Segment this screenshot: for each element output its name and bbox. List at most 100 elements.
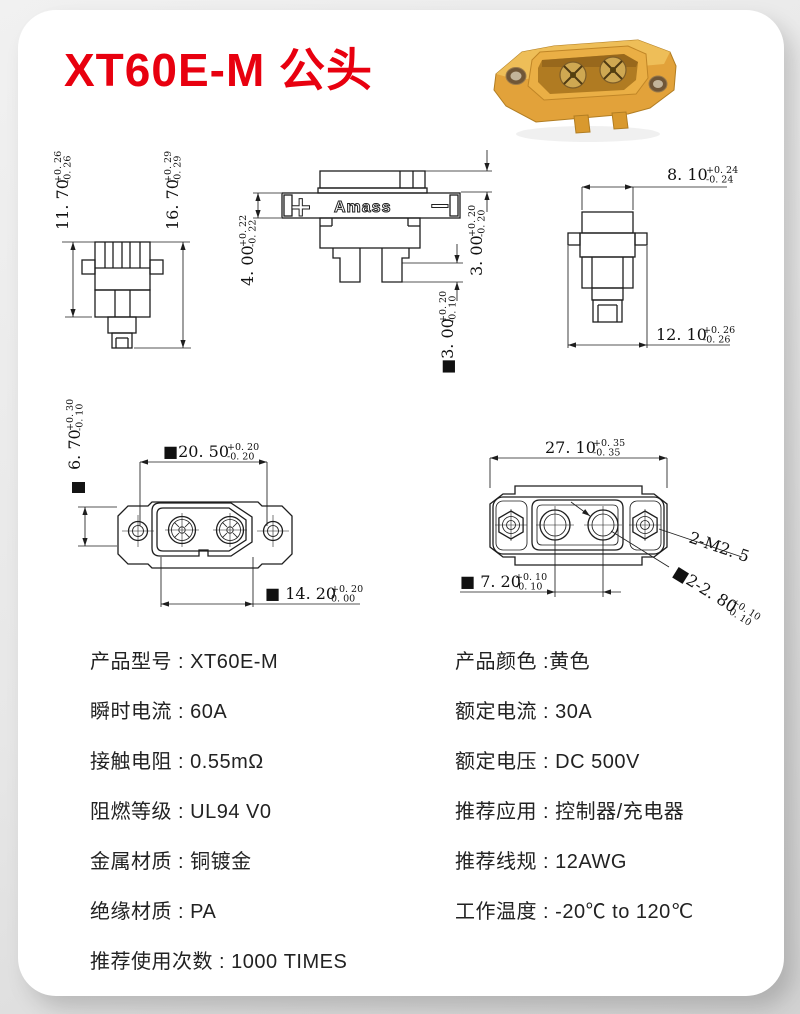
gold-contact-left bbox=[559, 61, 587, 89]
mount-hole-right-inner bbox=[653, 80, 663, 88]
solder-tab-right bbox=[611, 111, 629, 130]
svg-text:-0. 24: -0. 24 bbox=[706, 175, 733, 186]
photo-shadow bbox=[516, 126, 660, 142]
side-view-outline bbox=[567, 211, 648, 323]
svg-text:6. 70: 6. 70 bbox=[65, 429, 84, 470]
spec-row-burst-current: 瞬时电流 : 60A bbox=[90, 701, 228, 723]
svg-text:-0. 29: -0. 29 bbox=[173, 156, 184, 183]
svg-text:16. 70: 16. 70 bbox=[163, 179, 182, 230]
drawing-front-view-top: + − Amass 4. 00 +0. 22 -0. 22 bbox=[238, 150, 492, 374]
svg-text:-0. 20: -0. 20 bbox=[227, 452, 254, 463]
svg-text:+0. 35: +0. 35 bbox=[593, 438, 625, 449]
svg-text:-0. 20: -0. 20 bbox=[477, 210, 488, 237]
page-title: XT60E-M 公头 bbox=[64, 44, 374, 96]
dim-2-2-80: ■2-2. 80 +0. 10 -0. 10 bbox=[670, 562, 762, 628]
svg-text:12. 10: 12. 10 bbox=[656, 325, 707, 344]
gold-contact-right bbox=[599, 56, 627, 84]
svg-text:0. 00: 0. 00 bbox=[331, 594, 355, 605]
svg-text:+0. 26: +0. 26 bbox=[703, 325, 735, 336]
face-rear-outline bbox=[489, 485, 668, 566]
spec-row-flame-rating: 阻燃等级 : UL94 V0 bbox=[90, 801, 272, 823]
svg-text:+0. 26: +0. 26 bbox=[53, 151, 64, 183]
svg-text:+0. 20: +0. 20 bbox=[438, 291, 449, 323]
datum-square bbox=[72, 482, 85, 493]
mount-hole-left bbox=[122, 515, 154, 547]
face-front-outline bbox=[117, 501, 293, 569]
dimension-lines bbox=[567, 184, 730, 348]
dim-11-70: 11. 70 +0. 26 -0. 26 bbox=[53, 151, 74, 230]
svg-text:-0. 35: -0. 35 bbox=[593, 448, 620, 459]
front-view-outline bbox=[281, 170, 461, 283]
dim-20-50: ■20. 50 +0. 20 -0. 20 bbox=[163, 442, 259, 463]
label-2-M2-5: 2-M2. 5 bbox=[687, 528, 752, 566]
dim-12-10: 12. 10 +0. 26 -0. 26 bbox=[656, 325, 735, 346]
spec-row-application: 推荐应用 : 控制器/充电器 bbox=[455, 801, 685, 823]
drawing-side-view-left: 11. 70 +0. 26 -0. 26 16. 70 +0. 29 -0. 2… bbox=[53, 151, 191, 349]
dimension-lines bbox=[78, 459, 360, 607]
dim-27-10: 27. 10 +0. 35 -0. 35 bbox=[545, 438, 625, 459]
spec-row-color: 产品颜色 :黄色 bbox=[455, 651, 591, 673]
spec-row-rated-current: 额定电流 : 30A bbox=[455, 701, 593, 723]
svg-text:-0. 10: -0. 10 bbox=[75, 404, 86, 431]
svg-text:-0. 22: -0. 22 bbox=[248, 220, 259, 247]
svg-text:11. 70: 11. 70 bbox=[53, 179, 72, 230]
svg-text:■20. 50: ■20. 50 bbox=[163, 442, 229, 461]
svg-text:+0. 10: +0. 10 bbox=[515, 572, 547, 583]
drawing-face-front: 6. 70 +0. 30 -0. 10 ■20. 50 +0. 20 -0. 2… bbox=[65, 399, 363, 607]
dim-7-20: ■ 7. 20 +0. 10 -0. 10 bbox=[460, 572, 547, 593]
svg-text:+0. 29: +0. 29 bbox=[163, 151, 174, 183]
dim-6-70: 6. 70 +0. 30 -0. 10 bbox=[65, 399, 86, 470]
svg-text:3. 00: 3. 00 bbox=[467, 235, 486, 276]
dimension-lines bbox=[460, 455, 743, 597]
svg-text:-0. 10: -0. 10 bbox=[515, 582, 542, 593]
solder-tab-left bbox=[573, 114, 591, 134]
spec-row-model: 产品型号 : XT60E-M bbox=[90, 651, 279, 673]
svg-text:8. 10: 8. 10 bbox=[667, 165, 708, 184]
dim-3-00-cap: 3. 00 +0. 20 -0. 20 bbox=[467, 205, 488, 276]
dimension-lines bbox=[62, 241, 191, 349]
dimension-lines bbox=[253, 150, 492, 301]
svg-text:+0. 30: +0. 30 bbox=[65, 399, 76, 431]
amass-logo: Amass bbox=[334, 199, 391, 216]
drawing-side-view-right: 8. 10 +0. 24 -0. 24 12. 10 +0. 26 -0. 26 bbox=[567, 165, 738, 348]
dim-8-10: 8. 10 +0. 24 -0. 24 bbox=[667, 165, 738, 186]
spec-row-insulation-material: 绝缘材质 : PA bbox=[90, 901, 217, 923]
spec-row-contact-resistance: 接触电阻 : 0.55mΩ bbox=[90, 751, 264, 773]
product-photo bbox=[493, 39, 677, 142]
spec-row-wire-gauge: 推荐线规 : 12AWG bbox=[455, 851, 627, 873]
hex-nut-right bbox=[629, 509, 661, 541]
svg-text:+0. 24: +0. 24 bbox=[706, 165, 738, 176]
mount-hole-left-inner bbox=[510, 71, 522, 81]
dim-3-00-leg: ■3. 00 +0. 20 -0. 10 bbox=[438, 291, 459, 374]
dim-4-00: 4. 00 +0. 22 -0. 22 bbox=[238, 215, 259, 286]
spec-row-working-temp: 工作温度 : -20℃ to 120℃ bbox=[455, 901, 694, 923]
contact-right bbox=[584, 506, 622, 544]
spec-row-metal-material: 金属材质 : 铜镀金 bbox=[90, 851, 252, 873]
side-view-outline bbox=[81, 241, 164, 349]
svg-text:+0. 20: +0. 20 bbox=[467, 205, 478, 237]
spec-column-left: 产品型号 : XT60E-M 瞬时电流 : 60A 接触电阻 : 0.55mΩ … bbox=[90, 648, 347, 976]
svg-text:■3. 00: ■3. 00 bbox=[438, 318, 457, 374]
svg-text:+0. 20: +0. 20 bbox=[331, 584, 363, 595]
svg-text:-0. 10: -0. 10 bbox=[448, 296, 459, 323]
contact-left bbox=[165, 513, 199, 547]
mount-hole-right bbox=[257, 515, 289, 547]
svg-text:-0. 26: -0. 26 bbox=[63, 156, 74, 183]
spec-row-mating-cycles: 推荐使用次数 : 1000 TIMES bbox=[90, 951, 348, 973]
spec-row-rated-voltage: 额定电压 : DC 500V bbox=[455, 751, 640, 773]
svg-text:+0. 22: +0. 22 bbox=[238, 215, 249, 247]
dim-16-70: 16. 70 +0. 29 -0. 29 bbox=[163, 151, 184, 230]
drawing-face-rear: 27. 10 +0. 35 -0. 35 ■ 7. 20 +0. 10 -0. … bbox=[460, 438, 762, 629]
dim-14-20: ■ 14. 20 +0. 20 0. 00 bbox=[265, 584, 363, 605]
svg-text:-0. 26: -0. 26 bbox=[703, 335, 730, 346]
svg-text:27. 10: 27. 10 bbox=[545, 438, 596, 457]
svg-text:■ 7. 20: ■ 7. 20 bbox=[460, 572, 521, 591]
spec-sheet-card bbox=[18, 10, 784, 996]
polarity-plus-mark: + bbox=[289, 190, 312, 223]
svg-text:■ 14. 20: ■ 14. 20 bbox=[265, 584, 336, 603]
spec-column-right: 产品颜色 :黄色 额定电流 : 30A 额定电压 : DC 500V 推荐应用 … bbox=[455, 648, 694, 926]
svg-text:4. 00: 4. 00 bbox=[238, 245, 257, 286]
svg-text:+0. 20: +0. 20 bbox=[227, 442, 259, 453]
polarity-minus-mark: − bbox=[429, 191, 451, 221]
